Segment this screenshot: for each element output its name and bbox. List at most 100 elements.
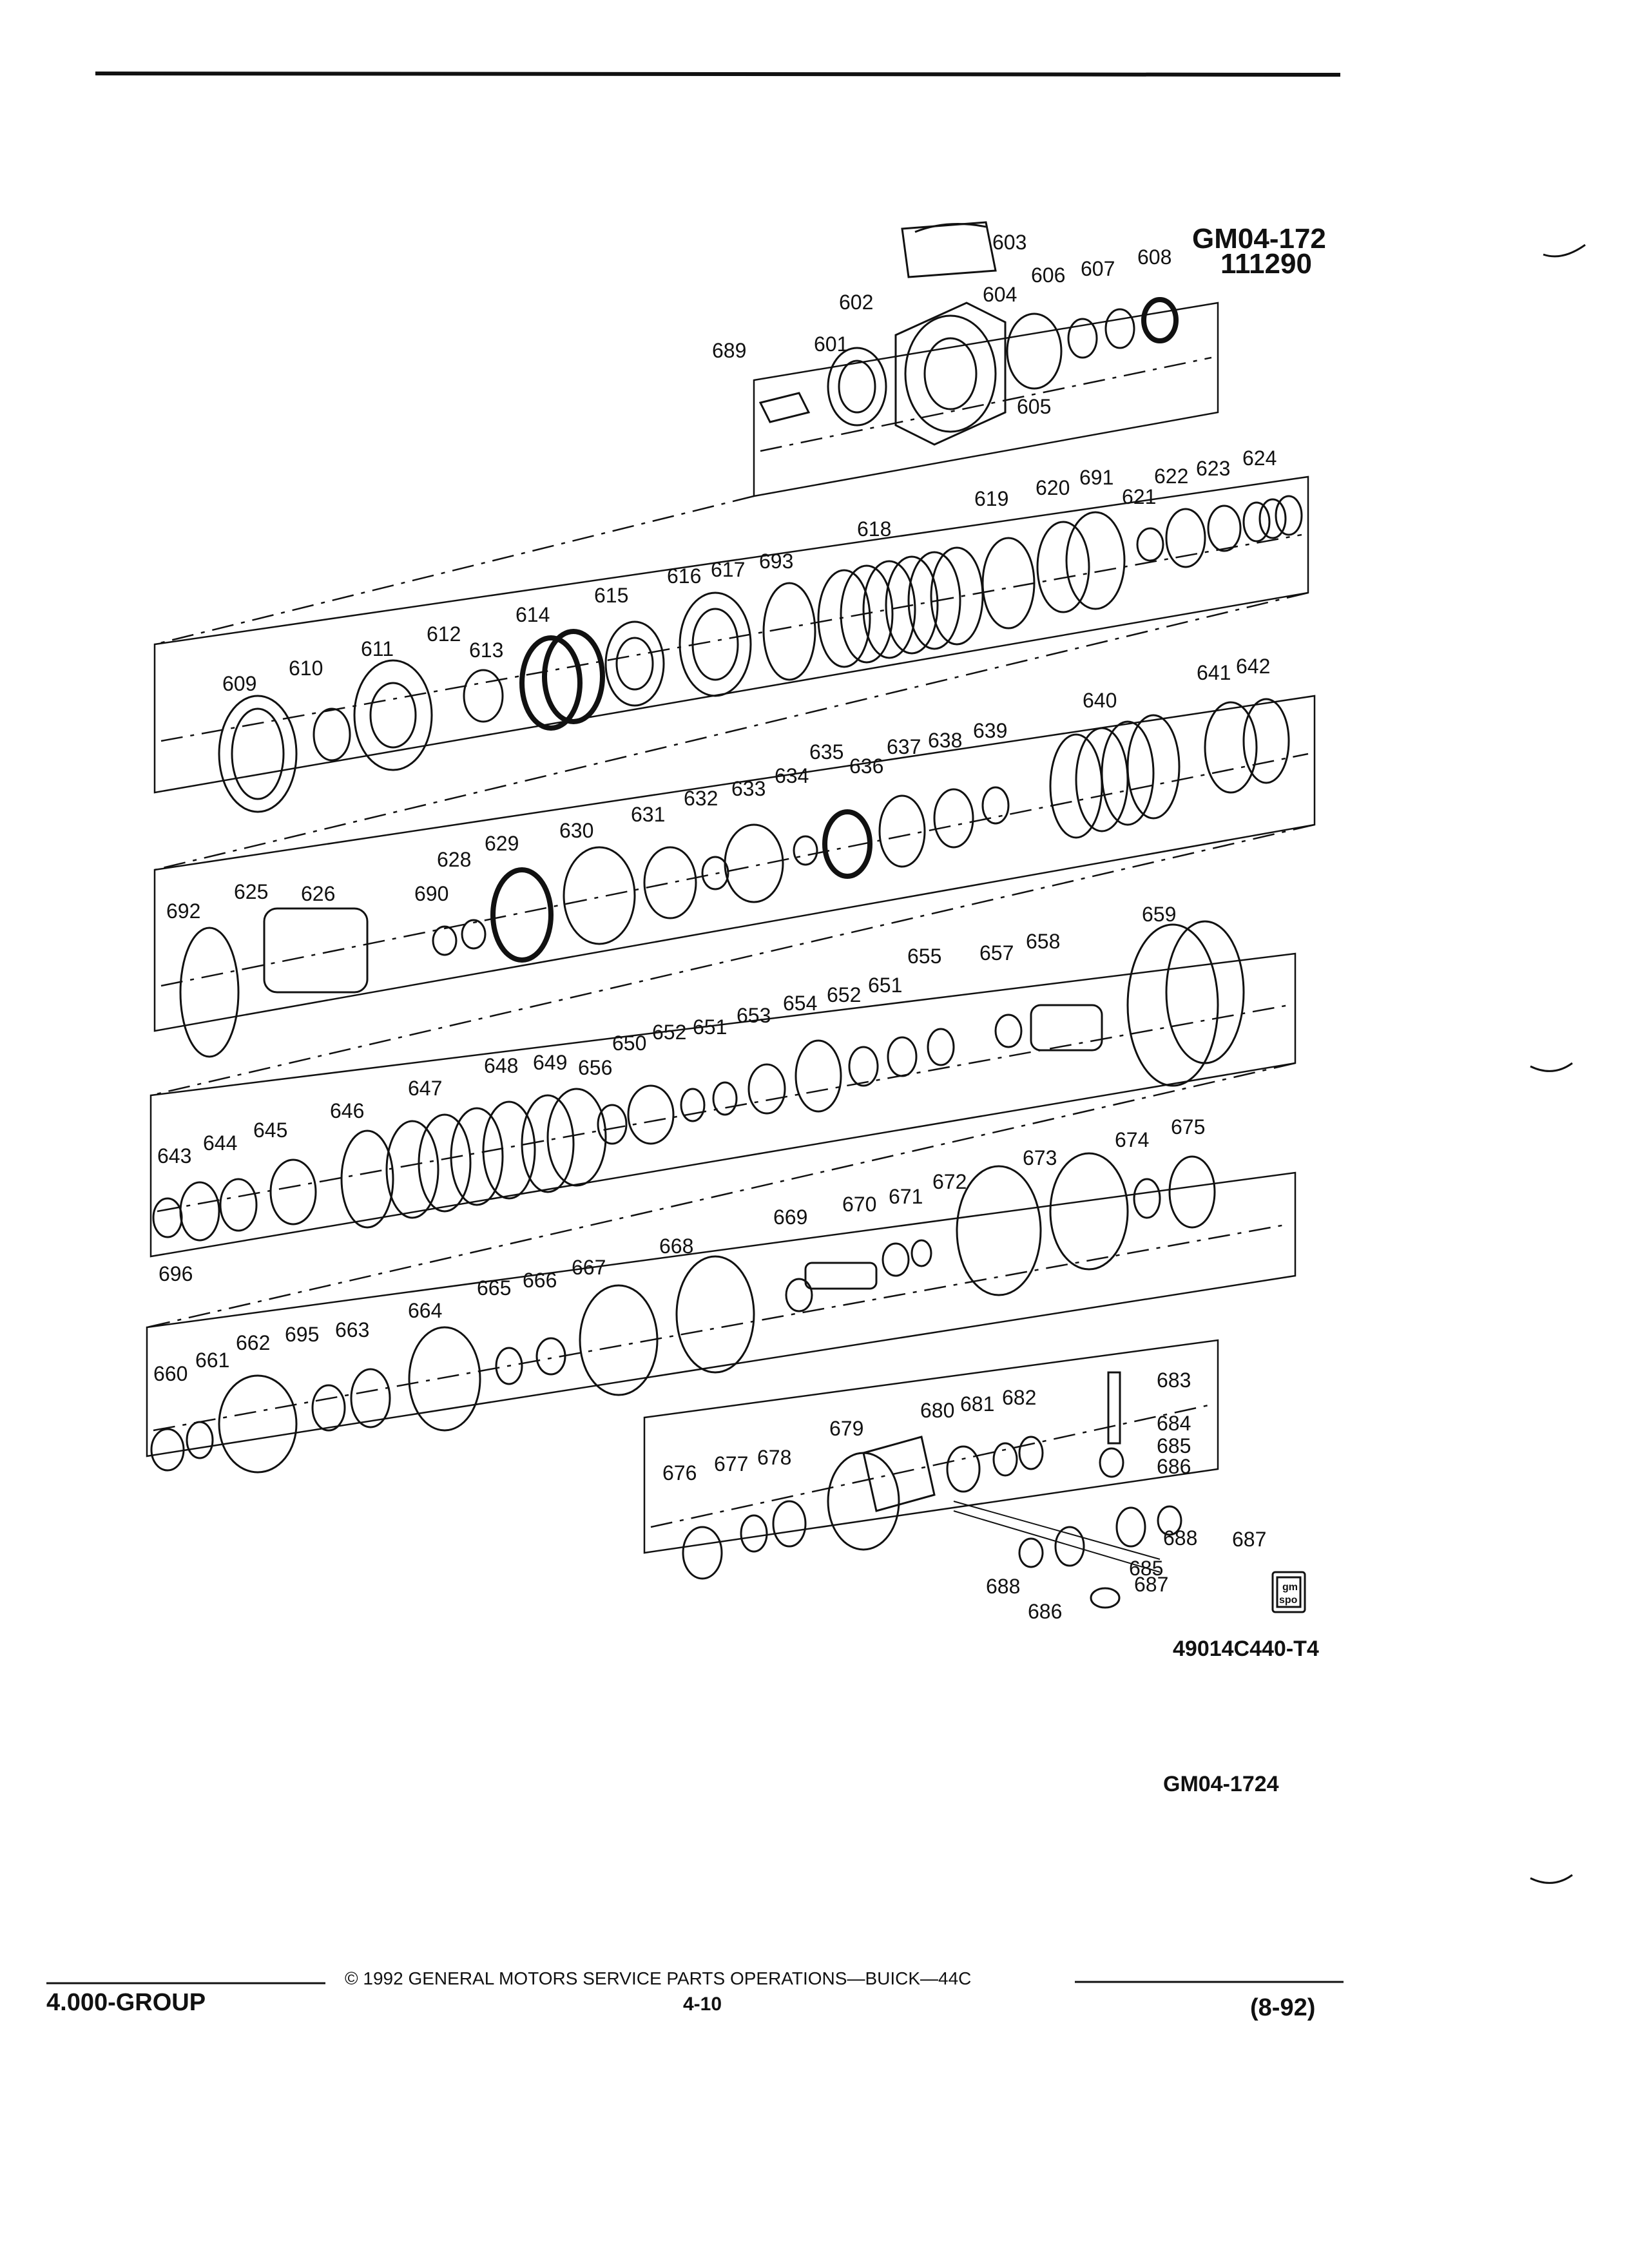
panel-row-4 xyxy=(146,1171,1296,1457)
callout-651: 651 xyxy=(868,974,902,997)
callout-675: 675 xyxy=(1171,1115,1205,1139)
callout-676: 676 xyxy=(662,1461,697,1485)
callout-688: 688 xyxy=(986,1575,1020,1598)
callout-631: 631 xyxy=(631,803,665,826)
parts-row-1 xyxy=(218,495,1303,813)
margin-mark-1 xyxy=(1543,244,1586,258)
axis-row-1 xyxy=(160,533,1302,742)
callout-645: 645 xyxy=(253,1119,287,1142)
callout-678: 678 xyxy=(757,1446,791,1469)
callout-685: 685 xyxy=(1157,1434,1191,1457)
callout-629: 629 xyxy=(485,832,519,855)
callout-605: 605 xyxy=(1017,395,1051,418)
spo-badge xyxy=(1271,1571,1306,1613)
callout-658: 658 xyxy=(1026,930,1060,953)
callout-664: 664 xyxy=(408,1299,442,1322)
callout-614: 614 xyxy=(516,603,550,626)
callout-687: 687 xyxy=(1232,1528,1266,1551)
callout-610: 610 xyxy=(289,657,323,680)
callout-669: 669 xyxy=(773,1206,807,1229)
callout-609: 609 xyxy=(222,672,256,695)
callout-696: 696 xyxy=(159,1262,193,1285)
axis-link-2 xyxy=(154,591,1309,871)
callout-637: 637 xyxy=(887,735,921,758)
callout-644: 644 xyxy=(203,1131,237,1155)
callout-616: 616 xyxy=(667,564,701,588)
callout-624: 624 xyxy=(1242,447,1277,470)
callout-613: 613 xyxy=(469,639,503,662)
callout-607: 607 xyxy=(1081,257,1115,280)
callout-633: 633 xyxy=(731,777,766,800)
footer-group: 4.000-GROUP xyxy=(46,1989,206,2016)
callout-612: 612 xyxy=(427,622,461,646)
callout-672: 672 xyxy=(932,1170,967,1193)
parts-row-3 xyxy=(152,920,1245,1242)
panel-row-5 xyxy=(643,1339,1219,1554)
callout-660: 660 xyxy=(153,1362,188,1385)
callout-625: 625 xyxy=(234,880,268,903)
callout-662: 662 xyxy=(236,1331,270,1354)
callout-620: 620 xyxy=(1036,476,1070,499)
callout-654: 654 xyxy=(783,992,817,1015)
callout-626: 626 xyxy=(301,882,335,905)
margin-mark-2 xyxy=(1530,1062,1573,1072)
callout-636: 636 xyxy=(849,754,883,778)
spo-badge-inner xyxy=(1276,1576,1302,1608)
callout-665: 665 xyxy=(477,1276,511,1300)
parts-row-2 xyxy=(179,698,1290,1058)
axis-link-4 xyxy=(146,1062,1296,1329)
callout-661: 661 xyxy=(195,1349,229,1372)
callout-686: 686 xyxy=(1028,1600,1062,1623)
footer-date: (8-92) xyxy=(1250,1994,1315,2021)
callout-693: 693 xyxy=(759,550,793,573)
callout-632: 632 xyxy=(684,787,718,810)
callout-638: 638 xyxy=(928,729,962,752)
callout-651: 651 xyxy=(693,1015,727,1039)
top-rule xyxy=(95,72,1341,77)
callout-692: 692 xyxy=(166,899,200,923)
axis-link-1 xyxy=(154,495,755,646)
parts-pump xyxy=(758,221,1179,446)
footer-copyright: © 1992 GENERAL MOTORS SERVICE PARTS OPER… xyxy=(345,1968,971,1988)
callout-655: 655 xyxy=(907,945,941,968)
callout-673: 673 xyxy=(1023,1146,1057,1169)
callout-689: 689 xyxy=(712,339,746,362)
callout-674: 674 xyxy=(1115,1128,1149,1151)
callout-635: 635 xyxy=(809,740,843,764)
callout-647: 647 xyxy=(408,1077,442,1100)
callout-657: 657 xyxy=(979,941,1014,965)
callout-682: 682 xyxy=(1002,1386,1036,1409)
callout-667: 667 xyxy=(572,1256,606,1279)
callout-611: 611 xyxy=(361,637,394,660)
callout-623: 623 xyxy=(1196,457,1230,480)
callout-617: 617 xyxy=(711,558,745,581)
callout-618: 618 xyxy=(857,517,891,541)
callout-606: 606 xyxy=(1031,264,1065,287)
callout-685: 685 xyxy=(1129,1557,1163,1580)
callout-646: 646 xyxy=(330,1099,364,1122)
callout-621: 621 xyxy=(1122,485,1156,508)
callout-639: 639 xyxy=(973,719,1007,742)
callout-686: 686 xyxy=(1157,1455,1191,1478)
callout-671: 671 xyxy=(889,1185,923,1208)
parts-row-5 xyxy=(682,1371,1182,1609)
callout-604: 604 xyxy=(983,283,1017,306)
callout-683: 683 xyxy=(1157,1369,1191,1392)
callout-630: 630 xyxy=(559,819,593,842)
callout-643: 643 xyxy=(157,1144,191,1168)
axis-row-3 xyxy=(157,1004,1289,1213)
callout-695: 695 xyxy=(285,1323,319,1346)
callout-677: 677 xyxy=(714,1452,748,1475)
callout-603: 603 xyxy=(992,231,1027,254)
callout-650: 650 xyxy=(612,1032,646,1055)
callout-656: 656 xyxy=(578,1056,612,1079)
callout-615: 615 xyxy=(594,584,628,607)
callout-619: 619 xyxy=(974,487,1008,510)
parts-row-4 xyxy=(150,1152,1216,1474)
callout-642: 642 xyxy=(1236,655,1270,678)
callout-648: 648 xyxy=(484,1054,518,1077)
callout-680: 680 xyxy=(920,1399,954,1422)
header-date: 111290 xyxy=(1220,248,1312,280)
